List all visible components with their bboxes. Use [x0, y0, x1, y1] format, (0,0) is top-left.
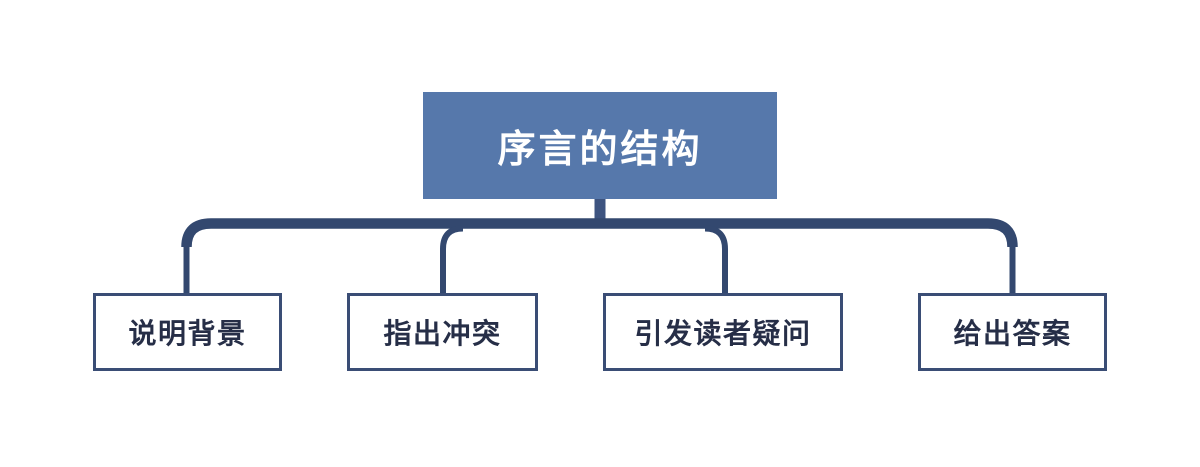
child-node-4[interactable]: 给出答案 [918, 293, 1107, 371]
root-node[interactable]: 序言的结构 [423, 92, 777, 199]
connector-stem [594, 199, 606, 224]
child-node-1[interactable]: 说明背景 [93, 293, 282, 371]
child-node-3[interactable]: 引发读者疑问 [603, 293, 843, 371]
child-node-2-label: 指出冲突 [383, 318, 502, 349]
child-node-3-label: 引发读者疑问 [634, 318, 812, 349]
connector-drop-2 [440, 225, 464, 293]
connector-bar [181, 218, 1018, 248]
child-node-4-label: 给出答案 [953, 318, 1072, 349]
connector-drop-3 [704, 225, 728, 293]
child-node-1-label: 说明背景 [128, 318, 247, 349]
child-node-2[interactable]: 指出冲突 [347, 293, 538, 371]
root-node-label: 序言的结构 [497, 129, 703, 171]
